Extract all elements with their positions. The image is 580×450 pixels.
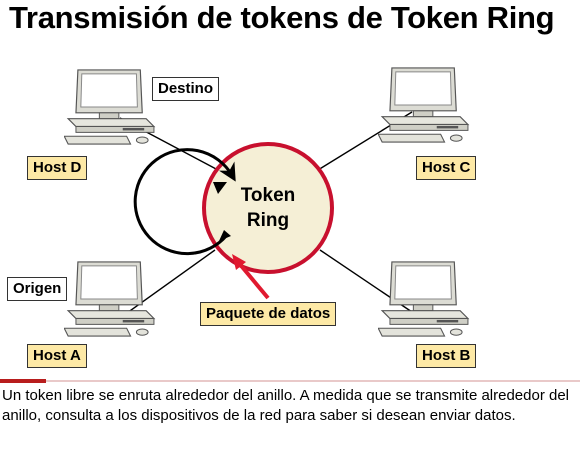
destino-label: Destino	[152, 77, 220, 101]
packet-arrow-shaft	[236, 260, 270, 300]
network-diagram	[64, 67, 469, 337]
token-ring-label: Token Ring	[228, 183, 308, 233]
link-host-a	[119, 249, 216, 319]
token-ring-flow-arrow	[133, 148, 236, 256]
computer-icon-host-c	[378, 67, 469, 143]
caption-text: Un token libre se enruta alrededor del a…	[2, 387, 570, 424]
host-c-label: Host C	[416, 156, 477, 180]
host-d-label: Host D	[27, 156, 88, 180]
footer-divider	[0, 380, 580, 382]
token-ring-label-line1: Token	[240, 185, 296, 206]
packet-label: Paquete de datos	[200, 302, 337, 326]
page-title: Transmisión de tokens de Token Ring	[9, 0, 555, 35]
token-ring-circle	[202, 142, 334, 274]
packet-arrowhead-icon	[232, 254, 246, 270]
ring-arrowhead-icon	[219, 230, 231, 241]
ring-arrowhead-icon	[213, 182, 227, 194]
origen-label: Origen	[7, 277, 68, 301]
computer-icon-host-b	[378, 261, 469, 337]
host-b-label: Host B	[416, 344, 477, 368]
computer-icon-host-a	[64, 261, 155, 337]
footer-divider-accent	[0, 379, 46, 383]
computer-icon-host-d	[64, 69, 155, 145]
token-ring-label-line2: Ring	[246, 210, 290, 231]
host-a-label: Host A	[27, 344, 87, 368]
